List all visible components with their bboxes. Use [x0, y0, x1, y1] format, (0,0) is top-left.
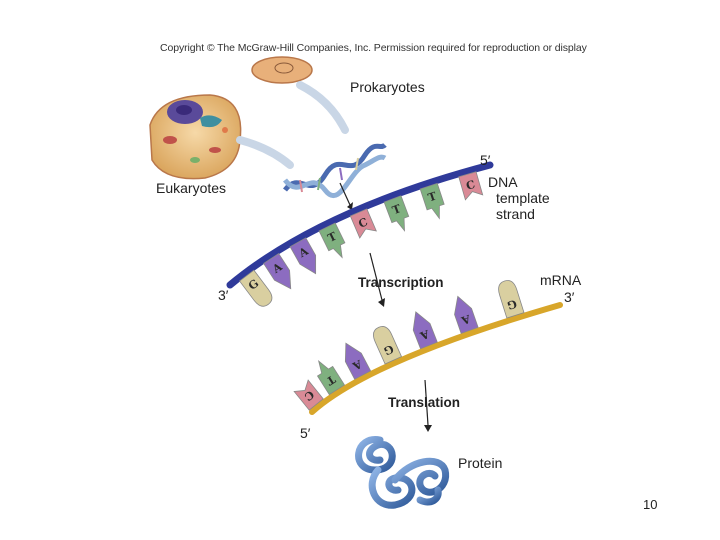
three-prime-right-label: 3′: [564, 289, 575, 305]
mrna-base-letter: G: [506, 297, 519, 312]
mrna-base-a: A: [454, 295, 479, 334]
page-number: 10: [643, 497, 658, 512]
dna-label-line3: strand: [496, 206, 535, 222]
translation-label: Translation: [388, 395, 461, 410]
protein-label: Protein: [458, 455, 503, 471]
five-prime-bottom-label: 5′: [300, 425, 311, 441]
dna-helix-illustration: [283, 142, 387, 198]
mrna-label: mRNA: [540, 272, 582, 288]
five-prime-top-label: 5′: [480, 152, 491, 168]
eukaryote-cell-illustration: [149, 94, 242, 180]
dna-template-strand-label: DNA template strand: [488, 174, 550, 222]
dna-base-t: T: [419, 182, 445, 220]
mrna-base-a: A: [412, 311, 438, 350]
three-prime-left-label: 3′: [218, 287, 229, 303]
copyright-notice: Copyright © The McGraw-Hill Companies, I…: [160, 42, 587, 54]
dna-template-backbone: [226, 161, 494, 289]
prokaryote-arrow: [296, 81, 349, 134]
dna-base-c: C: [349, 208, 377, 239]
dna-label-line1: DNA: [488, 174, 518, 190]
dna-base-t: T: [383, 195, 410, 232]
dna-base-a: A: [289, 237, 317, 275]
mrna-base-a: A: [344, 342, 372, 380]
dna-label-line2: template: [496, 190, 550, 206]
dna-base-a: A: [263, 253, 292, 290]
helix-to-dna-arrow: [339, 182, 351, 206]
transcription-label: Transcription: [358, 275, 444, 290]
eukaryotes-label: Eukaryotes: [156, 180, 227, 196]
mrna-base-letter: A: [459, 312, 473, 328]
mrna-base-g: G: [498, 280, 525, 319]
prokaryotes-label: Prokaryotes: [350, 79, 425, 95]
dna-base-letter: C: [465, 178, 477, 193]
mrna-base-c: C: [293, 379, 324, 411]
dna-base-g: G: [238, 269, 273, 307]
mrna-base-g: G: [373, 326, 403, 365]
mrna-base-t: T: [316, 359, 346, 396]
transcription-arrow: [369, 252, 383, 301]
translation-arrow: [424, 379, 429, 426]
protein-illustration: [355, 436, 450, 509]
prokaryote-cell-illustration: [251, 56, 313, 84]
dna-base-t: T: [318, 222, 346, 259]
mrna-backbone: [309, 302, 563, 415]
eukaryote-arrow: [236, 136, 294, 169]
dna-base-c: C: [458, 171, 484, 201]
